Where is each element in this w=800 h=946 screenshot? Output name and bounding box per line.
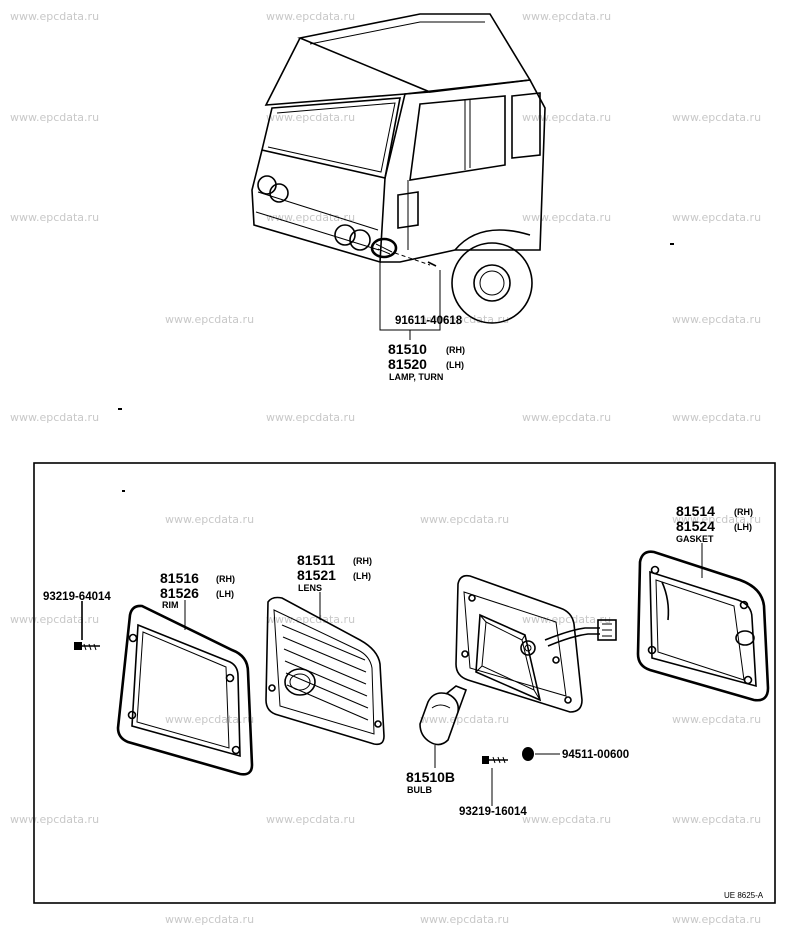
watermark: www.epcdata.ru [420, 713, 509, 726]
watermark: www.epcdata.ru [420, 513, 509, 526]
figure-code: UE 8625-A [724, 891, 764, 900]
bulb-illustration [419, 685, 468, 768]
watermark: www.epcdata.ru [165, 713, 254, 726]
gasket-illustration [636, 543, 770, 702]
lamp-name: LAMP, TURN [389, 372, 443, 382]
rim-screw-illustration [74, 601, 100, 651]
lamp-rh-tag: (RH) [446, 345, 465, 355]
lens-rh-number: 81511 [297, 552, 335, 568]
watermark: www.epcdata.ru [522, 211, 611, 224]
rim-illustration [116, 600, 254, 776]
watermark: www.epcdata.ru [266, 613, 355, 626]
watermark: www.epcdata.ru [10, 10, 99, 23]
watermark: www.epcdata.ru [10, 813, 99, 826]
gasket-rh-number: 81514 [676, 503, 715, 519]
rim-lh-number: 81526 [160, 585, 199, 601]
watermark: www.epcdata.ru [522, 10, 611, 23]
watermark: www.epcdata.ru [522, 613, 611, 626]
stray-mark [118, 408, 122, 410]
watermark: www.epcdata.ru [266, 211, 355, 224]
lens-rh-tag: (RH) [353, 556, 372, 566]
lamp-lh-number: 81520 [388, 356, 427, 372]
rim-screw-number: 93219-64014 [43, 591, 111, 603]
stray-mark [670, 243, 674, 245]
nut-number: 94511-00600 [562, 749, 629, 761]
watermark: www.epcdata.ru [266, 111, 355, 124]
watermark: www.epcdata.ru [165, 313, 254, 326]
watermark: www.epcdata.ru [266, 813, 355, 826]
watermark: www.epcdata.ru [165, 913, 254, 926]
watermark: www.epcdata.ru [672, 513, 761, 526]
lamp-rh-number: 81510 [388, 341, 427, 357]
exploded-view-frame [33, 462, 776, 904]
lens-name: LENS [298, 583, 322, 593]
watermark: www.epcdata.ru [10, 613, 99, 626]
bulb-name: BULB [407, 785, 432, 795]
watermark: www.epcdata.ru [10, 211, 99, 224]
screw-part-number: 91611-40618 [395, 315, 463, 327]
rim-rh-tag: (RH) [216, 574, 235, 584]
watermark: www.epcdata.ru [522, 411, 611, 424]
rim-lh-tag: (LH) [216, 589, 234, 599]
nut-illustration [522, 747, 560, 761]
lens-lh-tag: (LH) [353, 571, 371, 581]
watermark-layer: www.epcdata.ru www.epcdata.ru www.epcdat… [10, 10, 761, 926]
gasket-name: GASKET [676, 534, 714, 544]
watermark: www.epcdata.ru [10, 111, 99, 124]
gasket-rh-tag: (RH) [734, 507, 753, 517]
lamp-housing-illustration [455, 574, 617, 713]
lens-illustration [265, 592, 385, 746]
stray-mark [122, 490, 125, 492]
watermark: www.epcdata.ru [672, 713, 761, 726]
watermark: www.epcdata.ru [266, 10, 355, 23]
vehicle-front-illustration [251, 13, 546, 340]
watermark: www.epcdata.ru [672, 411, 761, 424]
housing-screw-number: 93219-16014 [459, 806, 527, 818]
housing-screw-illustration [482, 756, 508, 806]
lamp-lh-tag: (LH) [446, 360, 464, 370]
gasket-lh-number: 81524 [676, 518, 715, 534]
watermark: www.epcdata.ru [672, 913, 761, 926]
gasket-lh-tag: (LH) [734, 522, 752, 532]
watermark: www.epcdata.ru [266, 411, 355, 424]
watermark: www.epcdata.ru [522, 813, 611, 826]
watermark: www.epcdata.ru [672, 111, 761, 124]
watermark: www.epcdata.ru [522, 111, 611, 124]
watermark: www.epcdata.ru [672, 211, 761, 224]
watermark: www.epcdata.ru [672, 313, 761, 326]
watermark: www.epcdata.ru [10, 411, 99, 424]
watermark: www.epcdata.ru [420, 913, 509, 926]
watermark: www.epcdata.ru [165, 513, 254, 526]
lens-lh-number: 81521 [297, 567, 336, 583]
watermark: www.epcdata.ru [672, 813, 761, 826]
rim-rh-number: 81516 [160, 570, 199, 586]
rim-name: RIM [162, 600, 179, 610]
bulb-number: 81510B [406, 769, 455, 785]
